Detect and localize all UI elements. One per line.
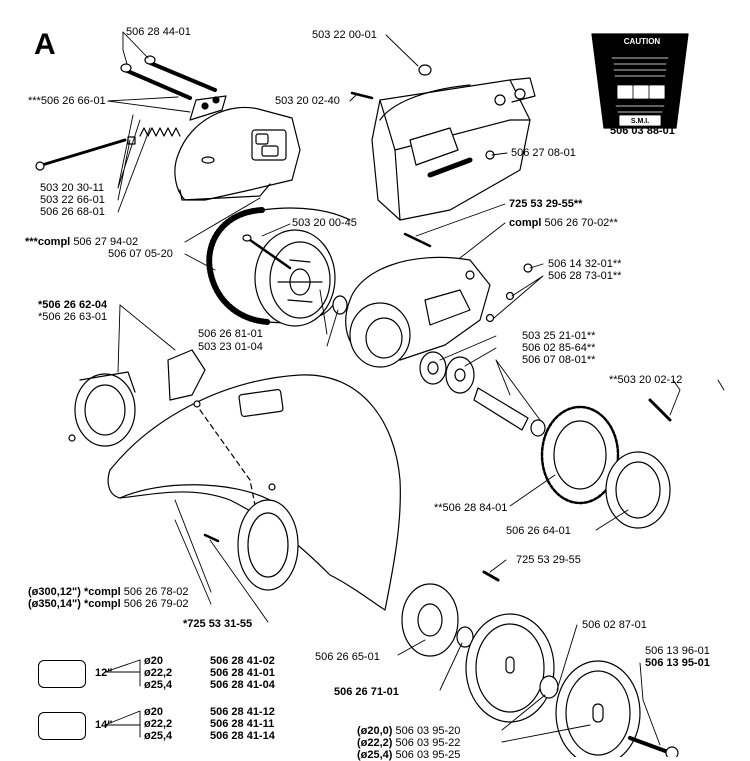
ring-disc [540,405,620,505]
caution-footer: S.M.I. [631,118,649,125]
label-compl-506-27-94-02: ***compl 506 27 94-02 [25,236,139,248]
label-503-20-30-11: 503 20 30-11 [40,182,105,194]
leader-lines [104,31,725,746]
label-506-07-08-01: 506 07 08-01** [522,354,596,366]
size-box-14 [38,712,86,740]
label-506-26-81-01: 506 26 81-01 [198,328,263,340]
label-506-28-84-01: **506 28 84-01 [434,502,508,514]
belt-guard-cover [174,95,301,201]
label-506-27-08-01: 506 27 08-01 [511,147,576,159]
label-506-02-87-01: 506 02 87-01 [582,619,647,631]
label-506-13-95-01: 506 13 95-01 [645,657,710,669]
label-506-02-85-64: 506 02 85-64** [522,342,596,354]
label-503-20-02-12: **503 20 02-12 [609,374,683,386]
small-nut [418,64,432,76]
guard-ring [68,371,136,447]
belt-pulley [242,229,348,327]
stud-bolt [403,232,432,248]
label-compl-506-26-70-02: compl 506 26 70-02** [509,217,618,229]
label-503-20-00-45: 503 20 00-45 [292,217,357,229]
label-503-25-21-01: 503 25 21-01** [522,330,596,342]
arm-drive-plate [345,256,533,368]
spindle-shaft [473,387,546,437]
label-503-20-02-40: 503 20 02-40 [275,95,340,107]
size-box-12 [38,660,86,688]
label-506-26-65-01: 506 26 65-01 [315,651,380,663]
label-506-26-64-01: 506 26 64-01 [506,525,571,537]
label-725-53-29-55: 725 53 29-55 [516,554,581,566]
guard-clip [167,349,206,401]
label-506-26-66-01: ***506 26 66-01 [28,95,106,107]
label-506-03-88-01: 506 03 88-01 [610,125,675,137]
label-506-26-71-01: 506 26 71-01 [334,686,399,698]
spring [139,127,181,137]
label-506-28-44-01: 506 28 44-01 [126,26,191,38]
label-725-53-29-55-star: 725 53 29-55** [509,198,583,210]
label-503-23-01-04: 503 23 01-04 [198,341,263,353]
label-506-28-73-01: 506 28 73-01** [548,270,622,282]
blade-bolt [628,736,679,757]
label-506-26-63-01: *506 26 63-01 [38,311,108,323]
label-506-07-05-20: 506 07 05-20 [108,248,173,260]
long-screw [35,138,127,171]
outer-ring [605,451,671,529]
caution-heading: CAUTION [624,37,661,46]
label-o25-bushing: (ø25,4) 506 03 95-25 [357,749,461,761]
label-503-22-66-01: 503 22 66-01 [40,194,105,206]
small-bushing [456,626,474,648]
small-screw [350,91,374,100]
size-14-label: 14" [95,719,113,731]
cutter-arm-housing [371,77,536,221]
label-506-26-68-01: 506 26 68-01 [40,206,105,218]
label-o22-bushing: (ø22,2) 506 03 95-22 [357,737,461,749]
label-o300-compl: (ø300,12") *compl 506 26 78-02 [28,586,189,598]
size-12-label: 12" [95,667,113,679]
label-506-26-62-04: *506 26 62-04 [38,299,108,311]
bolt-pair [120,55,217,100]
bushing-ring [539,675,559,699]
small-screw-lower [482,570,500,582]
label-503-22-00-01: 503 22 00-01 [312,29,377,41]
label-o20-bushing: (ø20,0) 506 03 95-20 [357,725,461,737]
blade-guard [107,374,401,611]
bearing-2 [445,356,475,394]
label-506-14-32-01: 506 14 32-01** [548,258,622,270]
screw-right [648,398,672,422]
section-letter: A [34,28,56,61]
label-506-13-96-01: 506 13 96-01 [645,645,710,657]
label-725-53-31-55: *725 53 31-55 [183,618,253,630]
outer-flange [465,613,555,723]
label-o350-compl: (ø350,14") *compl 506 26 79-02 [28,598,189,610]
blade-washer [555,660,641,757]
flange-washer [401,583,459,657]
bearing-1 [419,351,447,385]
caution-decal [591,33,689,129]
